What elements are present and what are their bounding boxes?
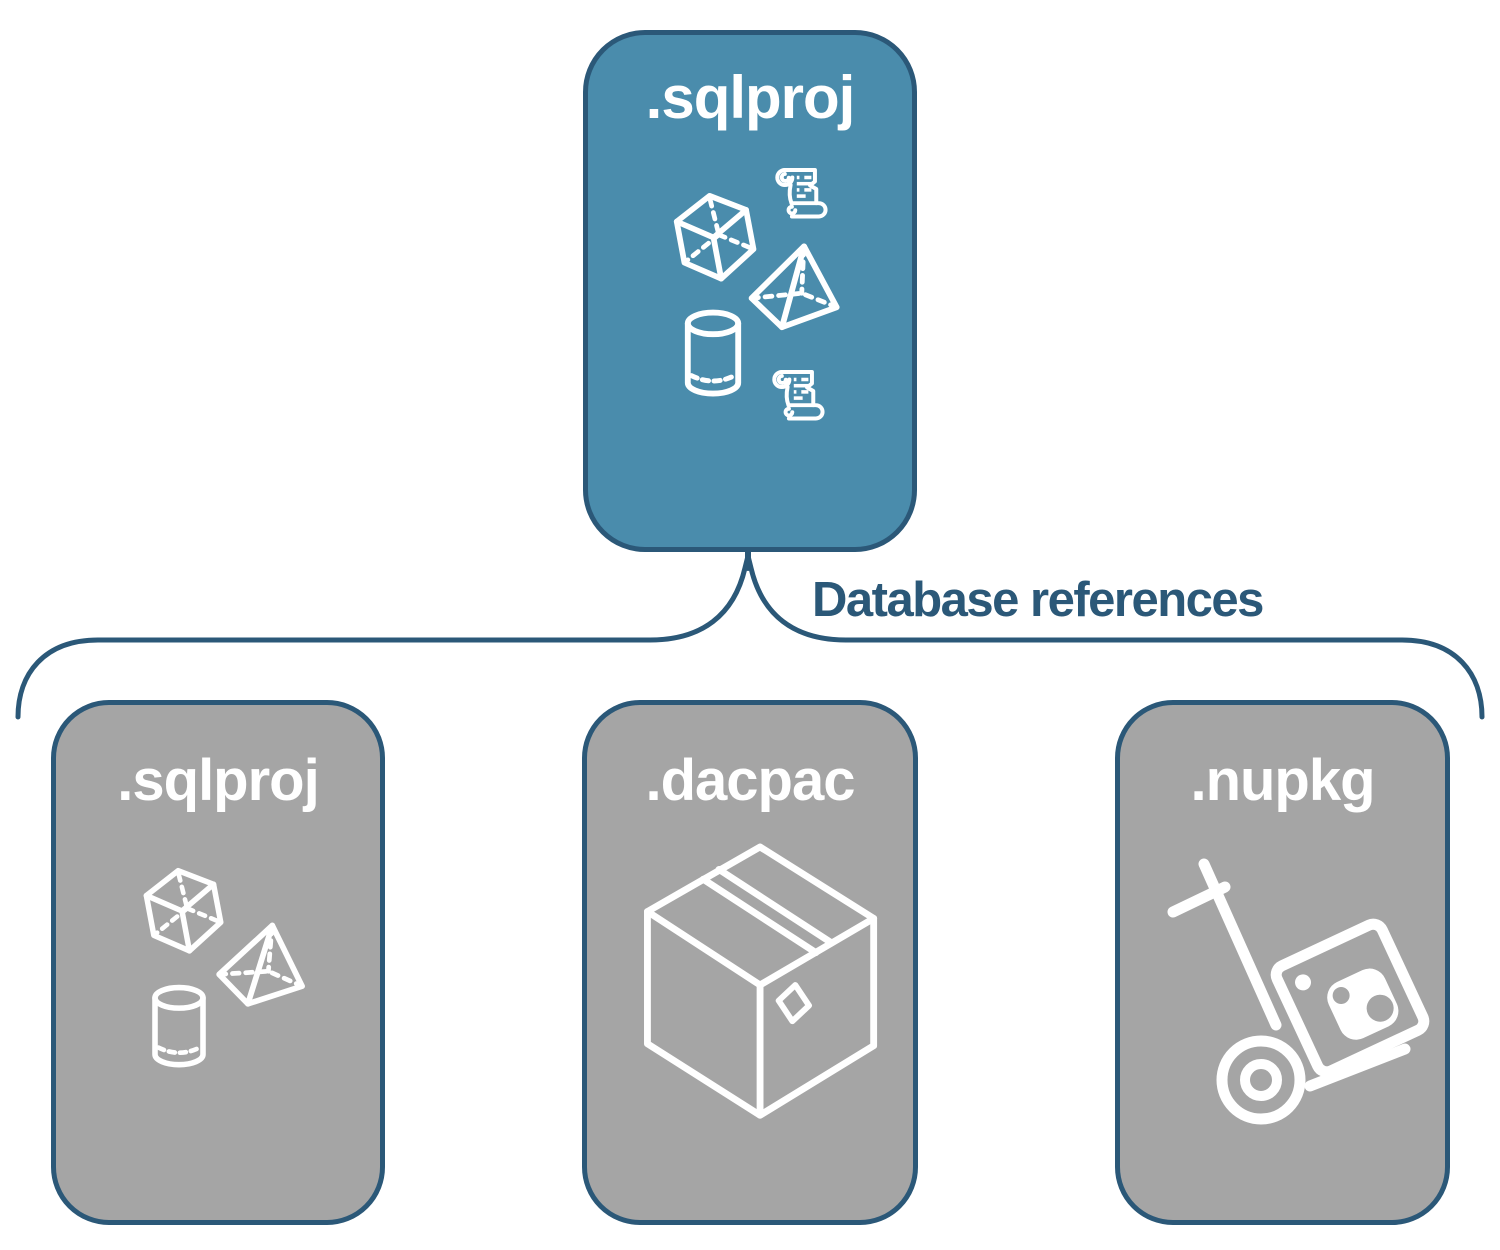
nuget-package bbox=[1270, 918, 1430, 1078]
pyramid-icon bbox=[748, 243, 840, 331]
hand-truck-hub bbox=[1240, 1059, 1282, 1101]
child-card-dacpac: .dacpac bbox=[582, 700, 918, 1225]
cylinder-icon bbox=[152, 984, 206, 1068]
cylinder-icon bbox=[684, 309, 742, 397]
hand-truck-wheel bbox=[1216, 1035, 1306, 1125]
pyramid-icon bbox=[216, 922, 305, 1007]
cube-icon bbox=[673, 192, 757, 282]
hand-truck-toe-plate bbox=[1304, 1043, 1411, 1092]
package-box-icon bbox=[644, 843, 878, 1119]
cube-icon bbox=[143, 867, 224, 954]
connector-label: Database references bbox=[812, 573, 1264, 627]
hand-truck-handle bbox=[1167, 881, 1231, 918]
root-card-title: .sqlproj bbox=[645, 64, 856, 131]
scroll-icon bbox=[775, 167, 828, 219]
child-card-title: .nupkg bbox=[1190, 748, 1375, 813]
scroll-icon bbox=[772, 369, 825, 421]
child-card-title: .sqlproj bbox=[117, 748, 319, 813]
child-card-title: .dacpac bbox=[645, 748, 856, 813]
child-card-sqlproj: .sqlproj bbox=[51, 700, 385, 1225]
child-card-nupkg: .nupkg bbox=[1115, 700, 1450, 1225]
nuget-hand-truck-icon bbox=[1167, 858, 1430, 1125]
root-card-sqlproj: .sqlproj bbox=[583, 30, 917, 552]
